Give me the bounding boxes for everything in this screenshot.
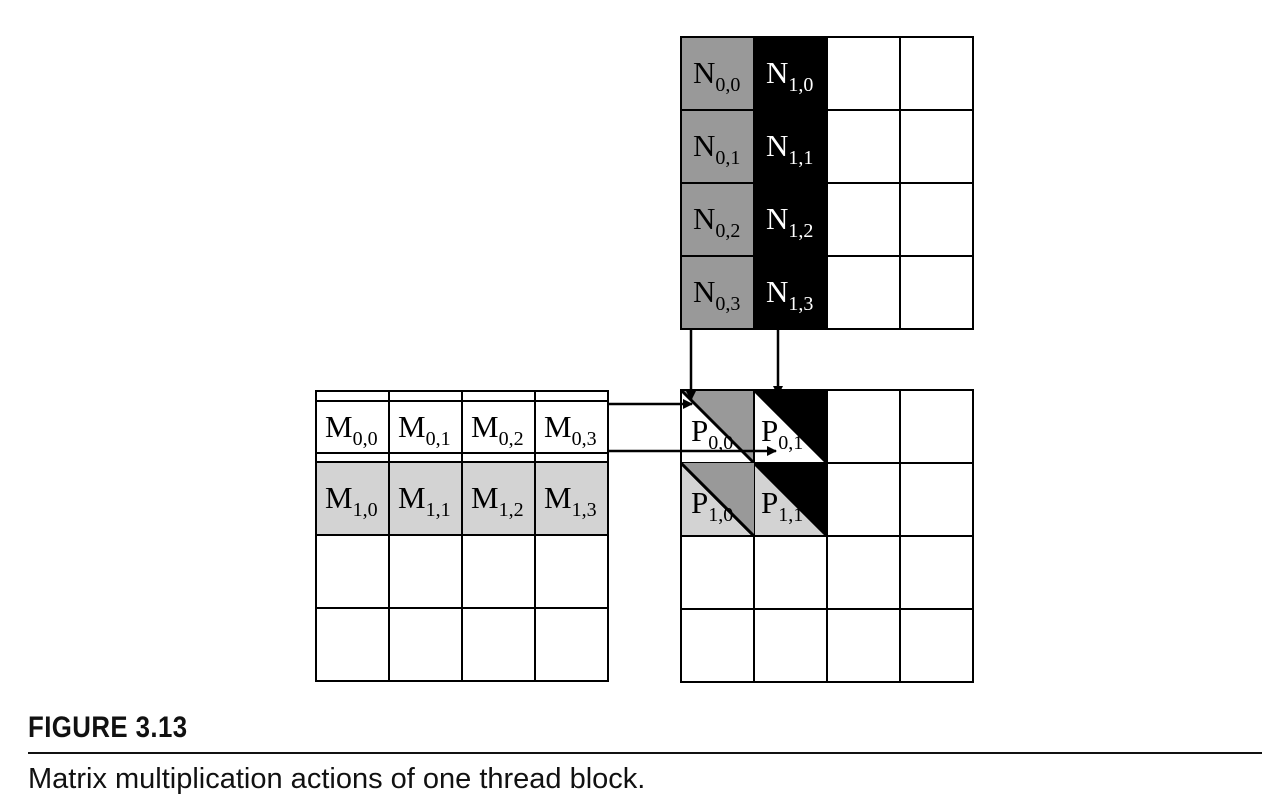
p-cell-r3-c1 [753, 608, 828, 683]
p-label-0-0: P0,0 [691, 413, 733, 454]
m-top-strip-cell [461, 390, 536, 402]
m-label-r0-c3: M0,3 [544, 409, 597, 450]
m-cell-r3-c0 [315, 607, 390, 682]
p-cell-r1-c2 [826, 462, 901, 537]
m-top-strip-cell [388, 390, 463, 402]
m-cell-r1-c0 [315, 461, 390, 536]
p-split-1-0-diagonal-top [679, 461, 756, 538]
m-cell-r1-c3 [534, 461, 609, 536]
m-label-r0-c0: M0,0 [325, 409, 378, 450]
m-top-strip-cell [315, 390, 390, 402]
n-cell-r2-c3 [899, 182, 974, 257]
m-cell-r2-c2 [461, 534, 536, 609]
n-label-col0-row3: N0,3 [693, 274, 740, 315]
p-cell-r2-c0 [680, 535, 755, 610]
n-cell-r2-c1 [753, 182, 828, 257]
n-cell-r3-c2 [826, 255, 901, 330]
m-cell-r0-c2 [461, 400, 536, 454]
n-cell-r0-c1 [753, 36, 828, 111]
n-cell-r0-c2 [826, 36, 901, 111]
p-cell-r3-c0 [680, 608, 755, 683]
m-cell-r1-c2 [461, 461, 536, 536]
p-label-1-0: P1,0 [691, 485, 733, 526]
p-cell-r1-c3 [899, 462, 974, 537]
m-label-r1-c1: M1,1 [398, 480, 451, 521]
m-label-r0-c1: M0,1 [398, 409, 451, 450]
n-label-col0-row0: N0,0 [693, 55, 740, 96]
p-split-1-1-diagonal [752, 461, 829, 538]
p-cell-r0-c2 [826, 389, 901, 464]
m-cell-r1-c1 [388, 461, 463, 536]
p-cell-r2-c3 [899, 535, 974, 610]
p-cell-r0-c3 [899, 389, 974, 464]
n-label-col1-row1: N1,1 [766, 128, 813, 169]
p-cell-r3-c2 [826, 608, 901, 683]
m-label-r0-c2: M0,2 [471, 409, 524, 450]
p-label-1-1: P1,1 [761, 485, 803, 526]
m-cell-r0-c3 [534, 400, 609, 454]
n-cell-r0-c0 [680, 36, 755, 111]
m-cell-r2-c3 [534, 534, 609, 609]
n-label-col1-row0: N1,0 [766, 55, 813, 96]
n-label-col1-row3: N1,3 [766, 274, 813, 315]
m-label-r1-c0: M1,0 [325, 480, 378, 521]
n-label-col1-row2: N1,2 [766, 201, 813, 242]
m-label-r1-c3: M1,3 [544, 480, 597, 521]
n-label-col0-row2: N0,2 [693, 201, 740, 242]
n-label-col0-row1: N0,1 [693, 128, 740, 169]
n-cell-r1-c0 [680, 109, 755, 184]
matrix-m: M0,0 M0,1 M0,2 M0,3M1,0 M1,1 M1,2 M1,3 [315, 390, 609, 682]
caption-divider [28, 752, 1262, 754]
figure-caption: Matrix multiplication actions of one thr… [28, 763, 646, 795]
figure-number: FIGURE 3.13 [28, 711, 188, 744]
p-split-0-1-diagonal [752, 388, 829, 465]
m-cell-r3-c2 [461, 607, 536, 682]
m-cell-r3-c3 [534, 607, 609, 682]
matrix-n: N0,0 N1,0N0,1 N1,1N0,2 N1,2N0,3 N1,3 [680, 36, 974, 330]
m-label-r1-c2: M1,2 [471, 480, 524, 521]
m-cell-r2-c0 [315, 534, 390, 609]
p-cell-r2-c2 [826, 535, 901, 610]
p-cell-r2-c1 [753, 535, 828, 610]
m-cell-r2-c1 [388, 534, 463, 609]
n-cell-r3-c1 [753, 255, 828, 330]
p-label-0-1: P0,1 [761, 413, 803, 454]
m-top-strip-cell [534, 390, 609, 402]
m-cell-r0-c1 [388, 400, 463, 454]
n-cell-r1-c3 [899, 109, 974, 184]
matrix-p: P0,0 P0,1P1,0 P1,1 [679, 388, 974, 683]
m-separator-cell [315, 452, 390, 463]
figure-caption-block: FIGURE 3.13 Matrix multiplication action… [28, 708, 1262, 796]
m-separator-cell [461, 452, 536, 463]
m-cell-r3-c1 [388, 607, 463, 682]
n-cell-r3-c3 [899, 255, 974, 330]
m-separator-cell [388, 452, 463, 463]
n-cell-r0-c3 [899, 36, 974, 111]
p-cell-r3-c3 [899, 608, 974, 683]
n-cell-r1-c2 [826, 109, 901, 184]
data-flow-arrows [608, 330, 783, 456]
n-cell-r2-c2 [826, 182, 901, 257]
m-separator-cell [534, 452, 609, 463]
